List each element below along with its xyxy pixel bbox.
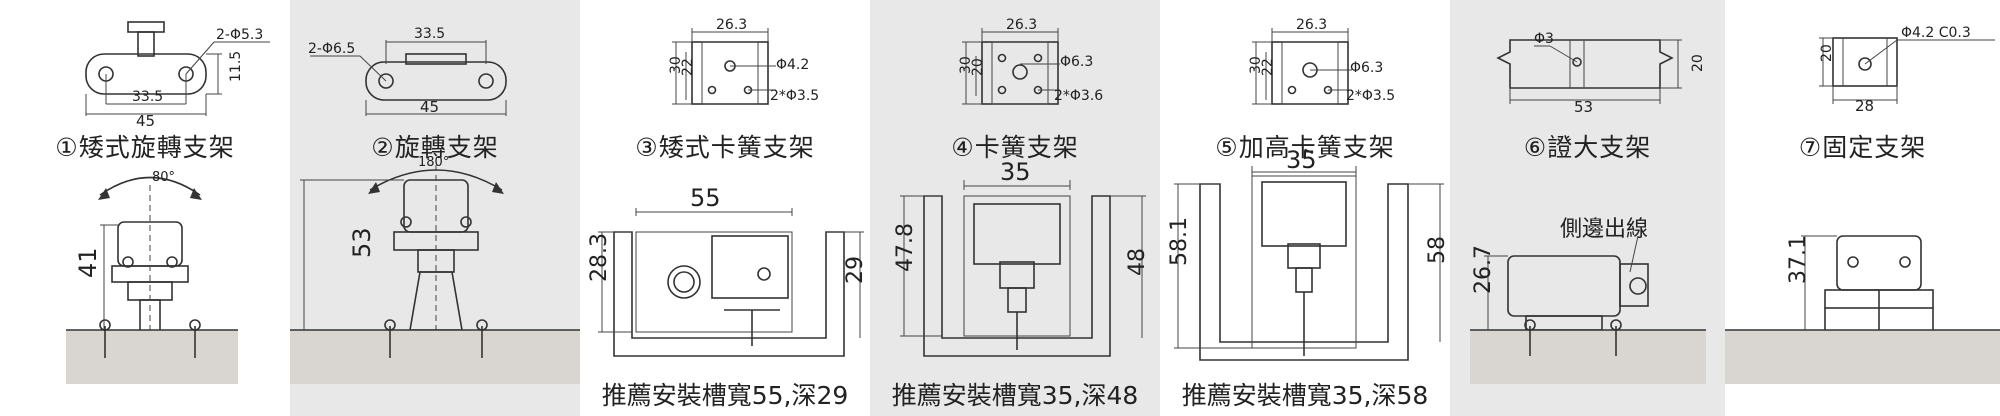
channel-mount-drawing [900, 180, 1146, 357]
top-view-drawing [310, 40, 507, 116]
swivel-angle-label: 180° [418, 155, 449, 170]
overall-width-dimension: 45 [136, 112, 155, 130]
channel-mount-drawing [1174, 166, 1444, 361]
hole-spacing-dimension: 33.5 [414, 26, 445, 42]
height-dimension-inner: 22 [680, 58, 696, 76]
hole-chamfer-dimension: Φ4.2 C0.3 [1901, 25, 1971, 41]
height-dimension-outer: 30 [668, 56, 684, 74]
slot-width-dimension: 35 [1000, 158, 1031, 186]
top-view-drawing [85, 21, 270, 116]
bracket-title: ①矮式旋轉支架 [55, 133, 235, 162]
swivel-mount-drawing [290, 165, 580, 384]
right-height-dimension: 48 [1125, 248, 1150, 276]
low-spring-clip-bracket-drawing: 26.3 30 22 Φ4.2 2*Φ3.5 [587, 17, 868, 357]
raised-spring-clip-bracket-drawing: 26.3 30 22 Φ6.3 2*Φ3.5 35 [1167, 17, 1450, 361]
side-holes-dimension: 2*Φ3.5 [770, 88, 819, 104]
left-height-dimension: 58.1 [1167, 217, 1192, 266]
fixed-mount-drawing [1725, 235, 2000, 384]
slot-width-dimension: 35 [1286, 146, 1317, 174]
swivel-angle-label: 80° [152, 170, 175, 185]
recommended-slot-text: 推薦安裝槽寬55,深29 [601, 381, 849, 410]
channel-mount-drawing [598, 208, 864, 357]
width-dimension: 26.3 [1296, 17, 1327, 33]
hole-dimension: 2-Φ6.5 [308, 41, 355, 57]
height-dimension: 26.7 [1471, 245, 1496, 294]
swivel-mount-drawing [66, 176, 238, 384]
left-height-dimension: 28.3 [587, 233, 612, 282]
overall-width-dimension: 45 [420, 98, 439, 116]
height-dimension: 20 [1819, 44, 1835, 62]
bracket-title: ⑥證大支架 [1523, 133, 1652, 162]
panel-raised-spring-clip-bracket: 26.3 30 22 Φ6.3 2*Φ3.5 35 [1160, 0, 1450, 416]
panel-low-swivel-bracket: 2-Φ5.3 11.5 33.5 45 [0, 0, 290, 416]
panel-spring-clip-bracket: 26.3 30 20 Φ6.3 2*Φ3.6 35 [870, 0, 1160, 416]
side-holes-dimension: 2*Φ3.5 [1346, 88, 1395, 104]
side-cable-exit-label: 側邊出線 [1560, 217, 1648, 242]
recommended-slot-text: 推薦安裝槽寬35,深48 [891, 381, 1139, 410]
height-dimension: 37.1 [1786, 235, 1811, 284]
bracket-title: ⑦固定支架 [1798, 133, 1927, 162]
center-hole-dimension: Φ6.3 [1060, 54, 1093, 70]
width-dimension: 28 [1855, 97, 1874, 115]
top-view-drawing [1496, 39, 1682, 104]
spring-clip-bracket-drawing: 26.3 30 20 Φ6.3 2*Φ3.6 35 [893, 17, 1150, 357]
thickness-dimension: 11.5 [228, 51, 244, 82]
top-view-drawing [962, 28, 1060, 105]
low-swivel-bracket-drawing: 2-Φ5.3 11.5 33.5 45 [66, 21, 270, 384]
panel-large-bracket: Φ3 20 53 側邊出線 26.7 ⑥證大支架 [1450, 0, 1725, 416]
bracket-title: ③矮式卡簧支架 [635, 133, 815, 162]
swivel-bracket-drawing: 2-Φ6.5 33.5 45 [290, 26, 580, 384]
height-dimension: 53 [348, 227, 376, 258]
side-exit-mount-drawing [1470, 235, 1706, 384]
top-view-drawing [672, 28, 776, 105]
side-holes-dimension: 2*Φ3.6 [1054, 88, 1103, 104]
height-dimension-outer: 30 [1248, 56, 1264, 74]
width-dimension: 53 [1574, 98, 1593, 116]
right-height-dimension: 29 [843, 256, 868, 284]
large-bracket-drawing: Φ3 20 53 側邊出線 26.7 [1470, 31, 1706, 384]
panel-low-spring-clip-bracket: 26.3 30 22 Φ4.2 2*Φ3.5 [580, 0, 870, 416]
width-dimension: 26.3 [1006, 17, 1037, 33]
height-dimension: 41 [74, 247, 102, 278]
bracket-title: ②旋轉支架 [371, 133, 499, 162]
center-hole-dimension: Φ6.3 [1350, 60, 1383, 76]
height-dimension-outer: 30 [958, 56, 974, 74]
hole-dimension: Φ3 [1534, 31, 1554, 47]
height-dimension: 20 [1690, 54, 1706, 72]
height-dimension-inner: 22 [1260, 58, 1276, 76]
hole-spacing-dimension: 33.5 [132, 89, 163, 105]
hole-dimension: 2-Φ5.3 [216, 27, 263, 43]
panel-fixed-bracket: 20 Φ4.2 C0.3 28 37.1 ⑦固定支架 [1725, 0, 2000, 416]
panel-swivel-bracket: 2-Φ6.5 33.5 45 [290, 0, 580, 416]
recommended-slot-text: 推薦安裝槽寬35,深58 [1181, 381, 1429, 410]
width-dimension: 26.3 [716, 17, 747, 33]
center-hole-dimension: Φ4.2 [776, 57, 809, 73]
height-dimension-inner: 20 [970, 58, 986, 76]
bracket-title: ④卡簧支架 [951, 133, 1079, 162]
left-height-dimension: 47.8 [893, 223, 918, 272]
bracket-title: ⑤加高卡簧支架 [1215, 133, 1395, 162]
top-view-drawing [1819, 37, 1995, 104]
fixed-bracket-drawing: 20 Φ4.2 C0.3 28 37.1 [1725, 25, 2000, 384]
right-height-dimension: 58 [1425, 236, 1450, 264]
slot-width-dimension: 55 [690, 184, 721, 212]
top-view-drawing [1252, 28, 1352, 105]
